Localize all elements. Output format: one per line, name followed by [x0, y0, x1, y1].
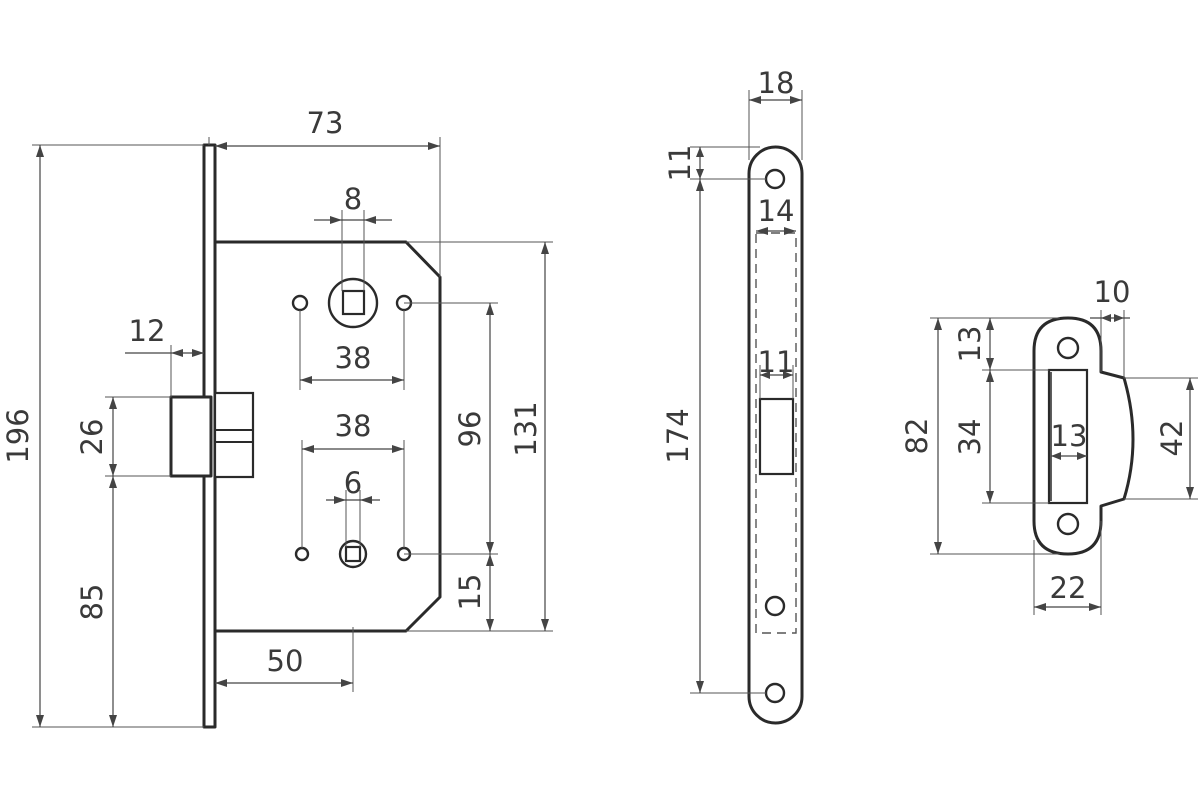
strike-top-hole	[1056, 336, 1080, 360]
dim-bottom-offset: 15	[453, 574, 487, 611]
faceplate-bottom-hole	[764, 682, 786, 704]
dim-latch-height: 26	[75, 419, 109, 456]
dim-faceplate-inner-width: 14	[758, 194, 795, 228]
strike-slot	[1047, 368, 1089, 505]
dim-thumbturn-width: 6	[344, 466, 362, 500]
thumbturn-square	[344, 545, 362, 563]
faceplate-inner-dashed	[755, 232, 797, 634]
latch-guide	[213, 391, 255, 479]
dim-faceplate-hole-spacing: 174	[661, 408, 695, 463]
dim-faceplate-top-offset: 11	[663, 145, 697, 182]
lower-left-hole	[294, 546, 310, 562]
dim-backset: 50	[267, 644, 304, 678]
dim-depth: 73	[307, 106, 344, 140]
upper-left-hole	[291, 294, 309, 312]
dim-strike-top-offset: 13	[953, 326, 987, 363]
faceplate-top-hole	[764, 168, 786, 190]
dim-faceplate-slot-width: 11	[758, 345, 795, 379]
dim-body-height: 131	[509, 401, 543, 456]
dim-spindle-center-distance: 96	[453, 411, 487, 448]
faceplate-latch-slot	[758, 397, 795, 476]
strike-plate-view: 82 13 34 13 10 42 22	[900, 275, 1198, 615]
strike-bottom-hole	[1056, 512, 1080, 536]
dim-faceplate-width: 18	[758, 66, 795, 100]
dim-upper-hole-spacing: 38	[335, 341, 372, 375]
dim-strike-lip-height: 42	[1155, 420, 1189, 457]
faceplate-view: 18 11 14 174 11	[661, 66, 804, 725]
lock-body-view: 196 73 26 85 12 8 38 38 6 96 15 131 50	[1, 106, 553, 729]
dim-latch-projection: 12	[129, 314, 166, 348]
dim-strike-height: 82	[900, 418, 934, 455]
dim-strike-lip-width: 10	[1094, 275, 1131, 309]
dim-strike-slot-width: 13	[1051, 419, 1088, 453]
spindle-square	[341, 289, 366, 316]
dim-overall-height: 196	[1, 408, 35, 463]
latch-bolt	[169, 395, 213, 478]
dim-strike-slot-height: 34	[953, 419, 987, 456]
dim-spindle-width: 8	[344, 182, 362, 216]
dim-strike-plate-width: 22	[1050, 571, 1087, 605]
dim-lower-hole-spacing: 38	[335, 409, 372, 443]
dim-latch-offset: 85	[75, 584, 109, 621]
faceplate-inner-hole	[764, 595, 786, 617]
